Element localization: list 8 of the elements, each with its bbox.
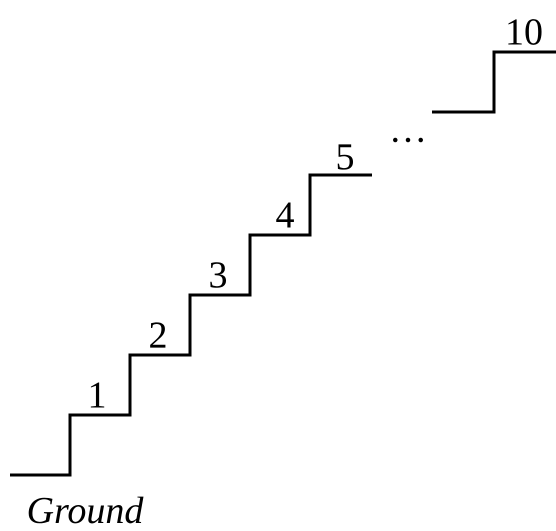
- step-number: 4: [276, 202, 294, 228]
- step-number: 1: [90, 382, 104, 408]
- step-number: 2: [150, 322, 166, 348]
- step-number: 10: [508, 19, 542, 45]
- step-number: 5: [338, 144, 354, 170]
- ellipsis-dots: …: [393, 138, 423, 142]
- ground-label: Ground: [28, 496, 144, 524]
- step-number: 3: [210, 262, 226, 288]
